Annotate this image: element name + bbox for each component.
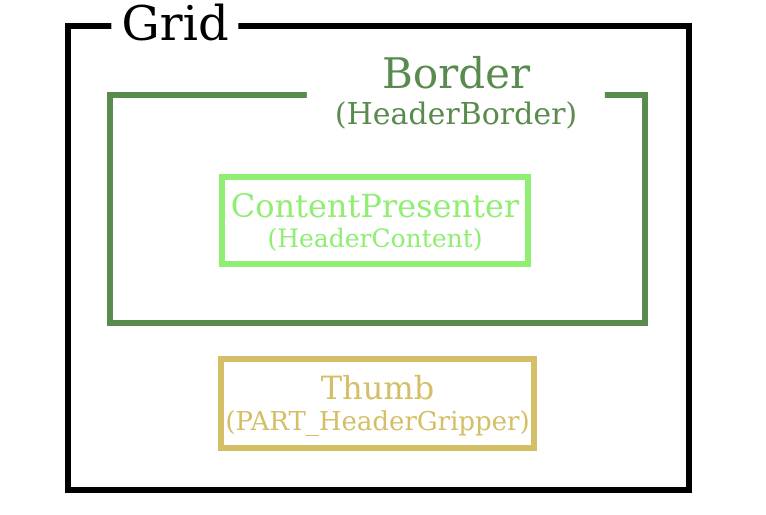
grid-node-label: Grid xyxy=(111,0,239,48)
header-border-name-label: (HeaderBorder) xyxy=(334,97,578,132)
thumb-name-label: (PART_HeaderGripper) xyxy=(225,407,530,437)
thumb-type-label: Thumb xyxy=(320,369,435,407)
header-border-type-label: Border xyxy=(381,49,531,98)
header-border-node-label: Border (HeaderBorder) xyxy=(306,49,606,133)
content-presenter-type-label: ContentPresenter xyxy=(230,187,520,225)
grid-node-box xyxy=(65,23,692,493)
content-presenter-node-box: ContentPresenter (HeaderContent) xyxy=(219,174,531,267)
thumb-node-box: Thumb (PART_HeaderGripper) xyxy=(218,356,537,451)
content-presenter-name-label: (HeaderContent) xyxy=(267,224,483,253)
